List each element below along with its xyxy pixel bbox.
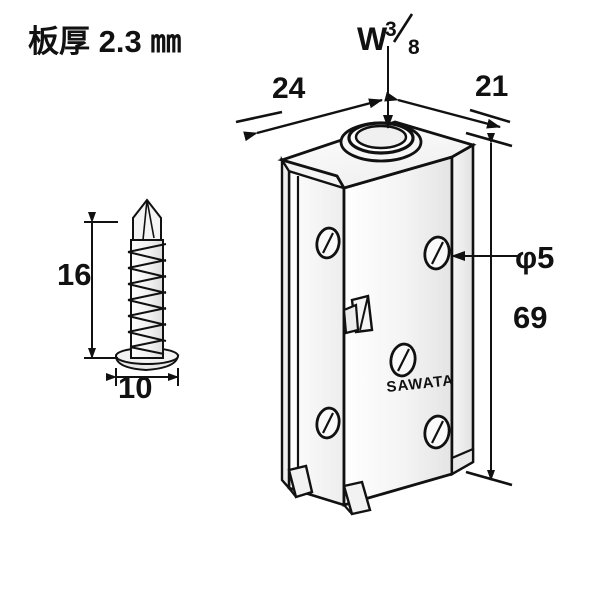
screw-drill-point xyxy=(132,198,162,241)
bracket-top-boss xyxy=(339,121,423,163)
bracket-right-face xyxy=(450,142,475,477)
hole-slash xyxy=(431,420,444,444)
bottom-tab-left xyxy=(287,464,314,499)
bottom-tab-front xyxy=(342,480,372,516)
screw-point-flute xyxy=(142,199,155,241)
self-drilling-screw xyxy=(84,198,180,386)
hole-slash xyxy=(322,412,334,434)
channel-bracket: SAWATA xyxy=(277,120,477,516)
height-ext-top xyxy=(465,131,513,148)
side-hole-2 xyxy=(315,406,341,440)
width-right-arrow xyxy=(384,91,501,129)
clip-tab-side xyxy=(342,303,360,335)
height-label: 69 xyxy=(513,300,547,335)
screw-threads xyxy=(127,243,167,355)
height-dimension xyxy=(465,131,513,487)
thread-spec-letter: W xyxy=(357,21,388,57)
bracket-mid-clip-tab xyxy=(342,294,374,335)
hole-slash xyxy=(322,232,334,254)
width-left-arrow xyxy=(243,98,383,142)
hole-slash xyxy=(397,348,410,372)
width-right-dimension xyxy=(384,91,511,129)
bottom-tab-left-fold xyxy=(287,470,297,498)
bracket-left-thickness xyxy=(280,155,291,492)
hole-diameter-label: φ5 xyxy=(515,240,554,275)
thread-spec-numerator: 3 xyxy=(385,18,397,41)
front-hole-1 xyxy=(423,235,451,271)
front-hole-3 xyxy=(423,414,451,450)
bottom-tab-front-fold xyxy=(342,486,353,515)
thread-spec-label: W 3 8 xyxy=(357,13,420,59)
width-right-ext xyxy=(469,108,511,124)
screw-head-width-label: 10 xyxy=(118,370,152,405)
height-ext-bottom xyxy=(465,470,513,487)
front-hole-2 xyxy=(389,342,417,378)
screw-length-dimension xyxy=(84,212,118,359)
hole-slash xyxy=(431,241,444,265)
width-right-label: 21 xyxy=(475,70,508,103)
width-left-label: 24 xyxy=(272,72,306,105)
screw-head-width-dimension xyxy=(106,368,179,386)
side-hole-1 xyxy=(315,226,341,260)
bracket-bottom-tabs xyxy=(287,447,475,516)
clip-tab-fold xyxy=(359,295,369,331)
thickness-note: 板厚 2.3 ㎜ xyxy=(28,24,181,59)
fraction-slash xyxy=(392,13,414,43)
bracket-side-holes xyxy=(315,226,341,440)
screw-length-label: 16 xyxy=(57,257,91,292)
width-left-dimension xyxy=(235,98,383,142)
bracket-front-holes xyxy=(389,235,451,450)
thread-spec-denominator: 8 xyxy=(408,36,420,59)
threaded-hole xyxy=(354,124,408,150)
bottom-tab-right xyxy=(450,447,475,476)
